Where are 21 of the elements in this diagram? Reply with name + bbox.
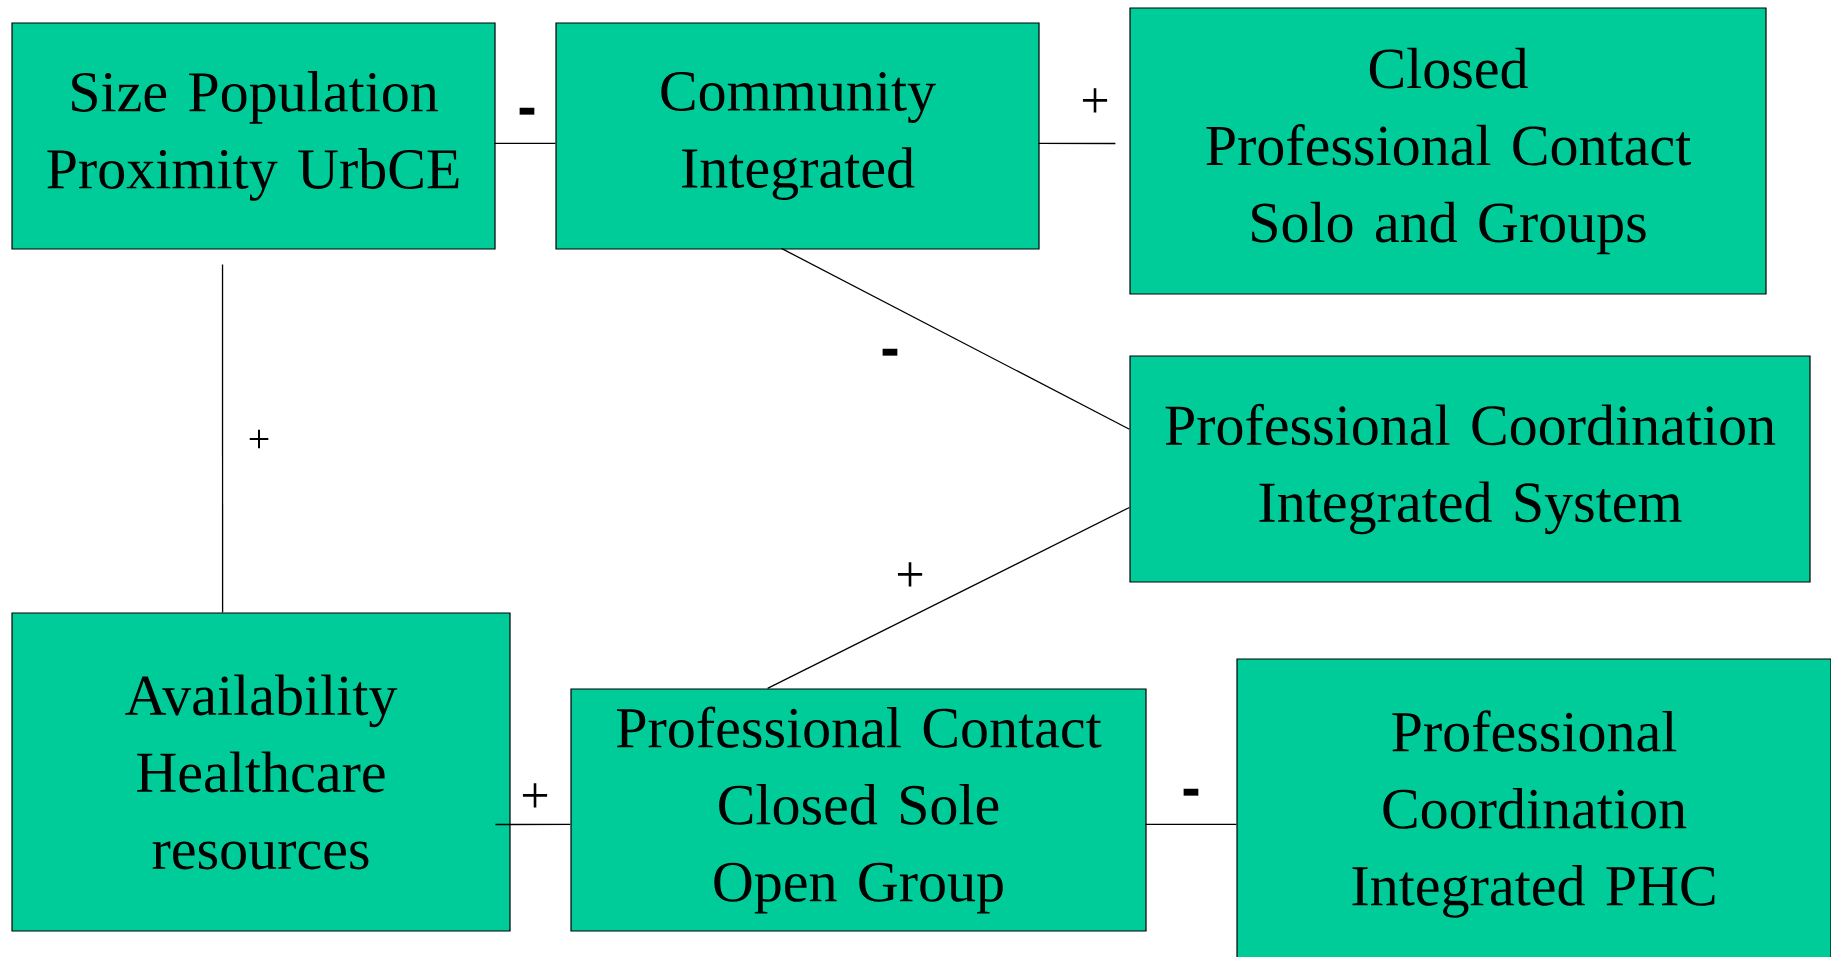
process-box: Availability Healthcare resources [11, 612, 511, 932]
process-box: Professional Contact Closed Sole Open Group [570, 688, 1147, 932]
edge-label: + [522, 783, 548, 808]
process-box: Professional Coordination Integrated PHC [1236, 658, 1831, 957]
edge-label: + [897, 562, 923, 587]
edge-label: - [519, 107, 535, 115]
connector-line [494, 823, 572, 826]
process-box: Closed Professional Contact Solo and Groups [1129, 7, 1767, 295]
edge-label: + [249, 429, 269, 449]
connector-line [493, 142, 557, 144]
connector-line [221, 263, 224, 614]
connector-line [780, 247, 1131, 430]
process-box: Professional Coordination Integrated System [1129, 355, 1811, 583]
connector-line [1144, 823, 1238, 826]
edge-label: - [882, 348, 898, 356]
edge-label: - [1183, 788, 1199, 796]
process-box: Community Integrated [555, 22, 1040, 250]
connector-line [1037, 142, 1117, 145]
edge-label: + [1082, 88, 1108, 113]
process-box: Size Population Proximity UrbCE [11, 22, 496, 250]
connector-line [766, 506, 1131, 690]
